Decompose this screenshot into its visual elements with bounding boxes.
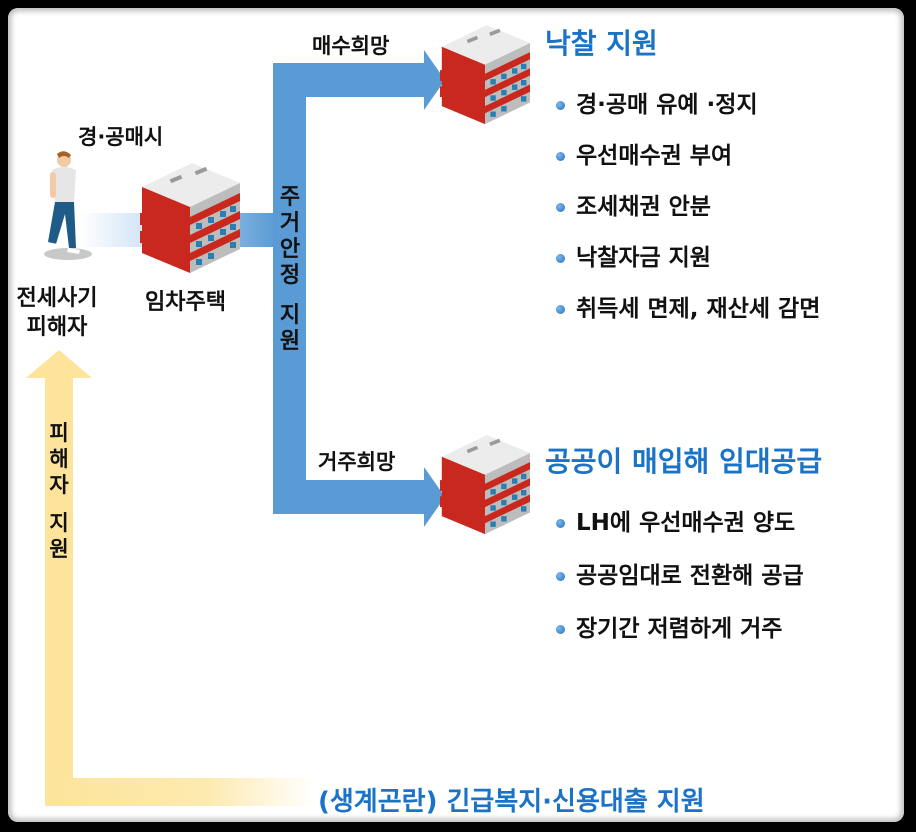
arrow-right-bottom bbox=[424, 467, 445, 527]
list-item: 장기간 저렴하게 거주 bbox=[552, 603, 804, 656]
rental-house-building-icon bbox=[140, 163, 240, 273]
housing-support-label: 주 거 안 정 지 원 bbox=[279, 185, 301, 354]
branch-2-building-icon bbox=[440, 435, 530, 535]
bullet-dot-icon bbox=[556, 152, 565, 161]
branch-1-building-icon bbox=[440, 25, 530, 125]
branch-2-list: LH에 우선매수권 양도 공공임대로 전환해 공급 장기간 저렴하게 거주 bbox=[552, 497, 804, 656]
residence-wish-label: 거주희망 bbox=[318, 450, 396, 474]
victim-label-line2: 피해자 bbox=[26, 315, 88, 340]
victim-label: 전세사기 피해자 bbox=[12, 284, 102, 342]
victim-label-line1: 전세사기 bbox=[16, 286, 98, 311]
auction-label: 경·공매시 bbox=[78, 125, 164, 149]
bullet-dot-icon bbox=[556, 101, 565, 110]
branch-1-list: 경·공매 유예 ·정지 우선매수권 부여 조세채권 안분 낙찰자금 지원 취득세… bbox=[552, 80, 820, 335]
list-item: 우선매수권 부여 bbox=[552, 131, 820, 182]
bullet-dot-icon bbox=[556, 519, 565, 528]
list-item: 취득세 면제, 재산세 감면 bbox=[552, 284, 820, 335]
list-item: 공공임대로 전환해 공급 bbox=[552, 550, 804, 603]
arrow-up-yellow bbox=[26, 350, 92, 378]
bullet-dot-icon bbox=[556, 572, 565, 581]
housing-support-trunk bbox=[273, 63, 306, 514]
list-item: 조세채권 안분 bbox=[552, 182, 820, 233]
rental-house-label: 임차주택 bbox=[145, 290, 226, 315]
list-item: 낙찰자금 지원 bbox=[552, 233, 820, 284]
arrow-right-top bbox=[424, 50, 445, 110]
diagram-panel bbox=[8, 8, 904, 822]
list-item: 경·공매 유예 ·정지 bbox=[552, 80, 820, 131]
bullet-dot-icon bbox=[556, 254, 565, 263]
victim-support-label: 피 해 자 지 원 bbox=[49, 421, 69, 561]
branch-2-title: 공공이 매입해 임대공급 bbox=[545, 445, 823, 478]
bullet-dot-icon bbox=[556, 305, 565, 314]
emergency-support-label: (생계곤란) 긴급복지·신용대출 지원 bbox=[318, 787, 705, 817]
branch-1-title: 낙찰 지원 bbox=[545, 27, 658, 60]
bullet-dot-icon bbox=[556, 625, 565, 634]
person-walking-icon bbox=[44, 151, 92, 260]
list-item: LH에 우선매수권 양도 bbox=[552, 497, 804, 550]
bullet-dot-icon bbox=[556, 203, 565, 212]
victim-support-trunk bbox=[45, 378, 73, 806]
purchase-wish-label: 매수희망 bbox=[312, 34, 390, 58]
